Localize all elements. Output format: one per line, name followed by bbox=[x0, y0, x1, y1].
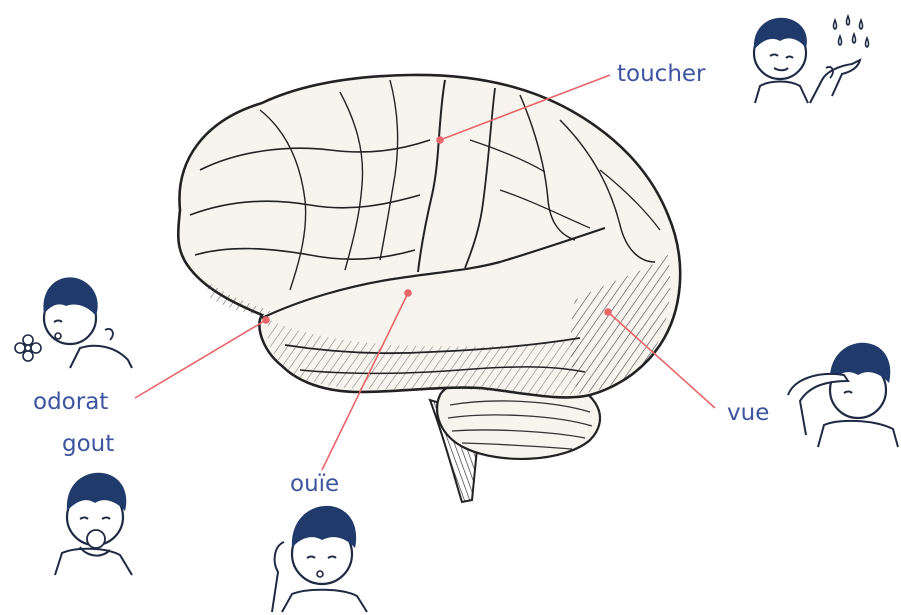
anchor-dot-sight bbox=[605, 309, 611, 315]
leader-line-smell bbox=[135, 320, 266, 398]
label-hearing: ouïe bbox=[290, 473, 339, 496]
child-smell-icon bbox=[15, 277, 132, 368]
child-taste-icon bbox=[55, 473, 132, 575]
food-icon bbox=[87, 530, 105, 548]
anchor-dot-smell bbox=[263, 317, 269, 323]
flower-icon bbox=[15, 335, 41, 361]
child-hearing-icon bbox=[272, 506, 367, 612]
label-sight: vue bbox=[727, 402, 769, 425]
child-sight-icon bbox=[788, 343, 898, 447]
child-touch-icon bbox=[754, 16, 869, 103]
rain-drops-icon bbox=[834, 16, 869, 47]
label-touch: toucher bbox=[617, 63, 706, 86]
brain-illustration bbox=[178, 75, 680, 502]
cupped-hand-icon bbox=[272, 542, 284, 612]
label-taste: gout bbox=[62, 433, 114, 456]
anchor-dot-hearing bbox=[405, 290, 411, 296]
anchor-dot-touch bbox=[437, 137, 443, 143]
label-smell: odorat bbox=[33, 391, 108, 414]
